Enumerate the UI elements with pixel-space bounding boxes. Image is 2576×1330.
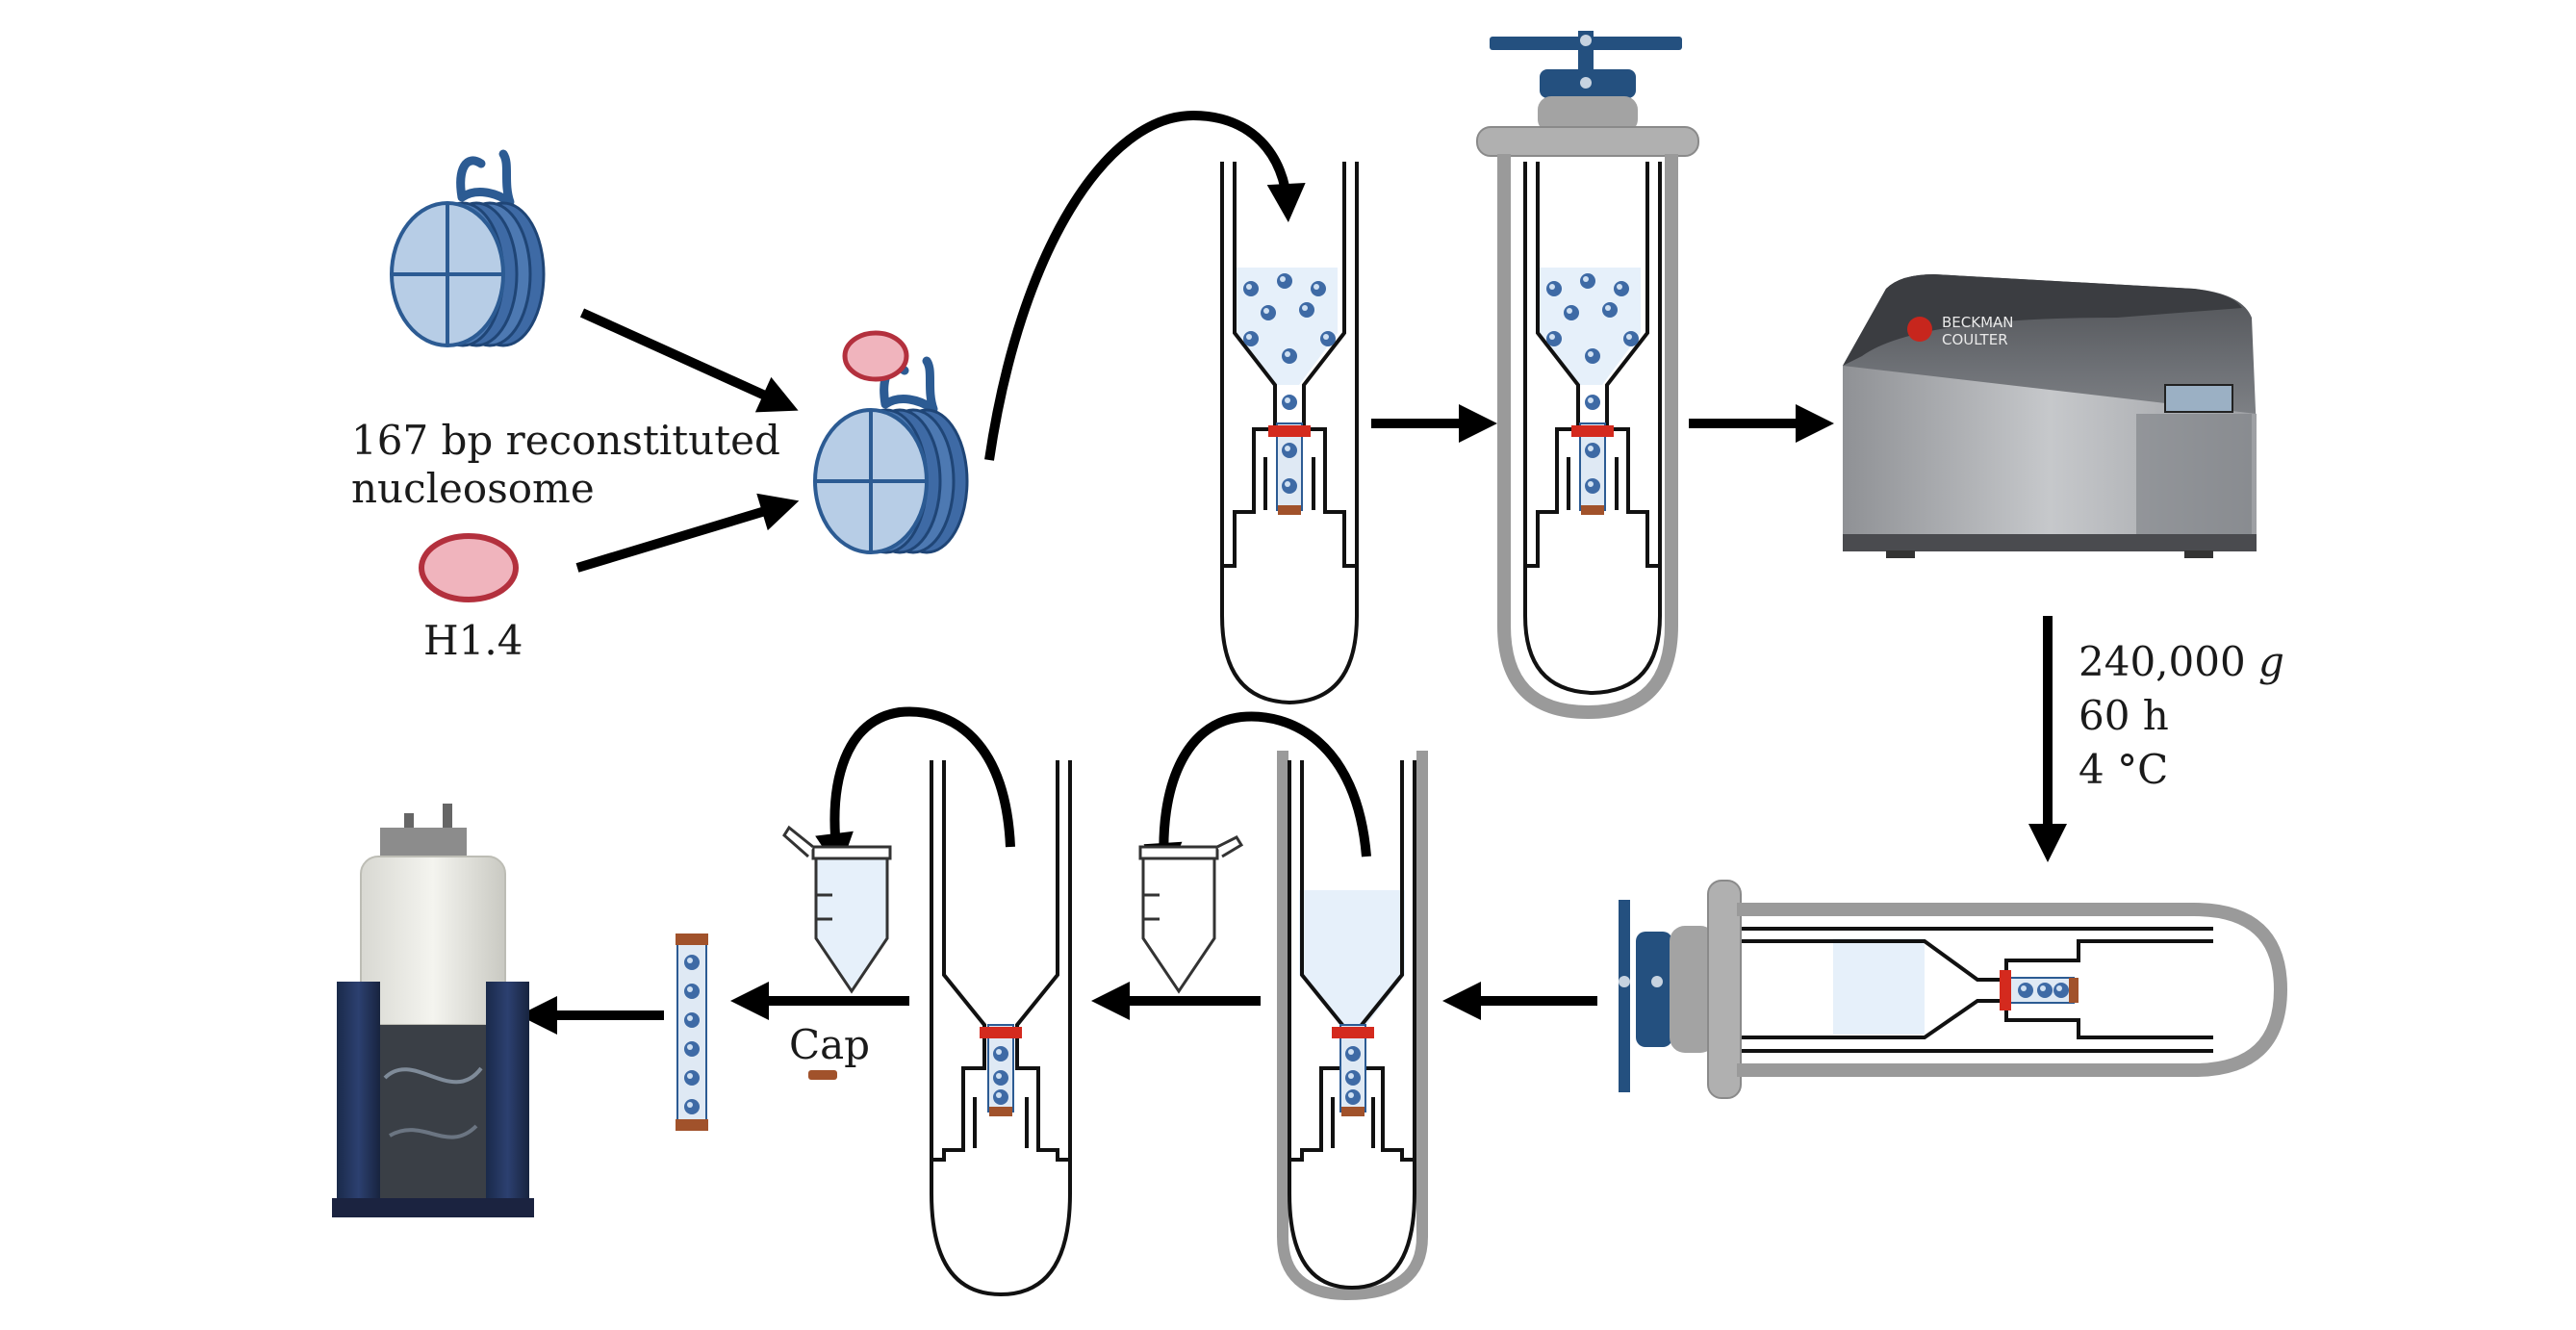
arrow-nucleosome-to-complex bbox=[579, 308, 799, 413]
centrifuge-brand-2: COULTER bbox=[1942, 331, 2008, 348]
mas-rotor-capsule bbox=[676, 934, 708, 1131]
nucleosome-label-line2: nucleosome bbox=[351, 465, 595, 512]
nmr-spectrometer-image bbox=[332, 804, 534, 1217]
ultracentrifuge-image: BECKMAN COULTER bbox=[1843, 274, 2257, 558]
cap-label: Cap bbox=[789, 1021, 870, 1068]
centrifuge-brand-1: BECKMAN bbox=[1942, 314, 2014, 331]
tube-in-rotor bbox=[1476, 31, 1699, 720]
tube-supernatant-removed bbox=[930, 760, 1072, 1297]
arrow-h1-to-complex bbox=[575, 493, 800, 573]
arrow-remove-supernatant bbox=[1143, 711, 1371, 882]
cap-icon bbox=[808, 1070, 837, 1080]
tube-loaded bbox=[1220, 162, 1359, 705]
rotor-bucket-horizontal bbox=[1619, 880, 2288, 1099]
h14-label: H1.4 bbox=[423, 617, 523, 664]
eppendorf-tube-2 bbox=[782, 825, 892, 994]
chromatosome-icon bbox=[815, 330, 967, 552]
arrow-load-sample bbox=[984, 110, 1306, 461]
time-label: 60 h bbox=[2079, 692, 2169, 739]
speed-label: 240,000 g bbox=[2079, 638, 2284, 685]
h1-histone-icon bbox=[419, 533, 519, 602]
tube-after-spin bbox=[1277, 751, 1428, 1301]
arrow-remove-insert bbox=[815, 706, 1015, 872]
nucleosome-icon bbox=[392, 154, 544, 345]
nucleosome-label-line1: 167 bp reconstituted bbox=[351, 417, 780, 464]
eppendorf-tube-1 bbox=[1138, 835, 1244, 994]
temperature-label: 4 °C bbox=[2079, 746, 2168, 793]
